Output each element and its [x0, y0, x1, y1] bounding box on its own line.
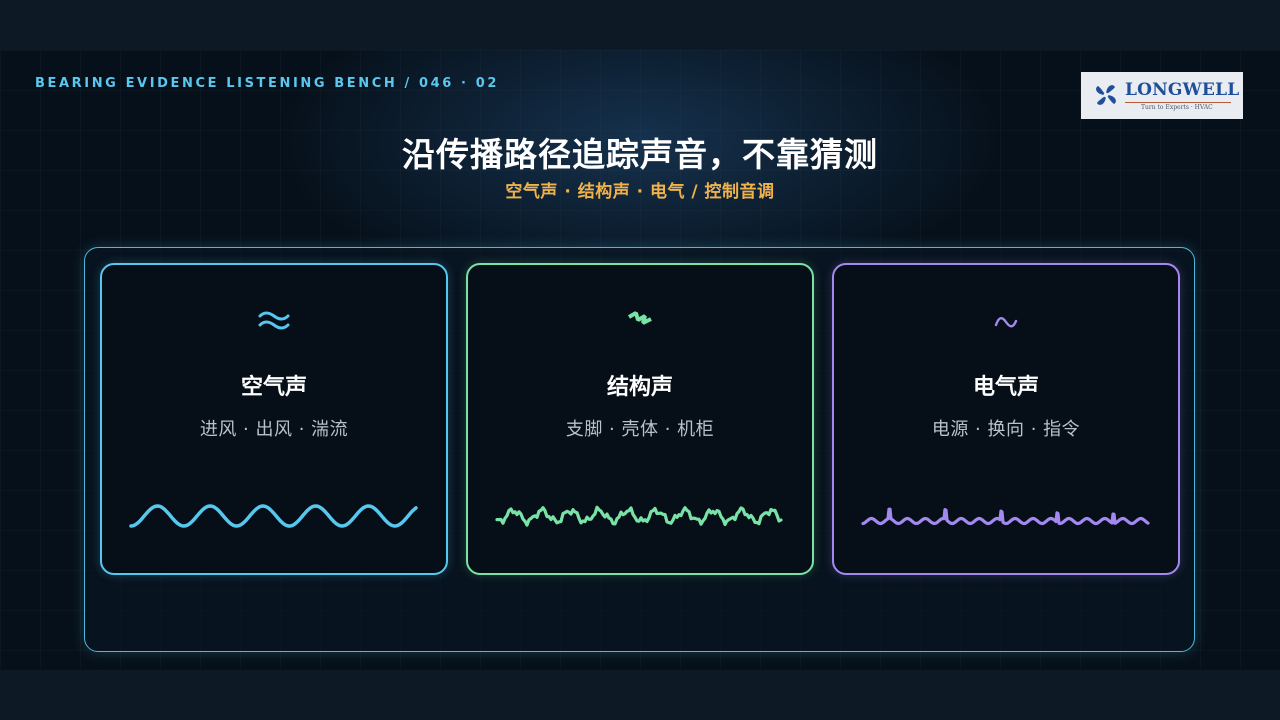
logo-tagline: Turn to Experts · HVAC: [1141, 104, 1213, 111]
card-title: 结构声: [606, 375, 673, 400]
slide: BEARING EVIDENCE LISTENING BENCH / 046 ·…: [0, 50, 1280, 670]
sine-tilde-icon: [834, 305, 1178, 339]
logo-rule: [1125, 102, 1231, 103]
structure-waveform: [495, 505, 783, 527]
card-airborne: 空气声 进风 · 出风 · 湍流: [100, 263, 448, 575]
electrical-waveform: [861, 507, 1150, 526]
card-description: 支脚 · 壳体 · 机柜: [565, 419, 715, 440]
letterbox-top: [0, 0, 1280, 50]
card-title: 电气声: [972, 375, 1039, 400]
fan-icon: [1096, 85, 1116, 105]
card-description: 进风 · 出风 · 湍流: [199, 419, 349, 440]
airflow-wave-icon: [102, 305, 446, 339]
lightning-icon: [468, 305, 812, 339]
logo-wordmark: LONGWELL: [1125, 80, 1240, 100]
letterbox-bottom: [0, 670, 1280, 720]
brand-logo: LONGWELL Turn to Experts · HVAC: [1081, 72, 1243, 119]
airborne-waveform: [129, 504, 418, 528]
card-title: 空气声: [240, 375, 307, 400]
slide-subtitle: 空气声 · 结构声 · 电气 / 控制音调: [505, 182, 775, 202]
slide-kicker: BEARING EVIDENCE LISTENING BENCH / 046 ·…: [35, 76, 499, 91]
card-electrical: 电气声 电源 · 换向 · 指令: [832, 263, 1180, 575]
slide-title: 沿传播路径追踪声音，不靠猜测: [402, 135, 878, 174]
card-structure: 结构声 支脚 · 壳体 · 机柜: [466, 263, 814, 575]
card-description: 电源 · 换向 · 指令: [931, 419, 1081, 440]
